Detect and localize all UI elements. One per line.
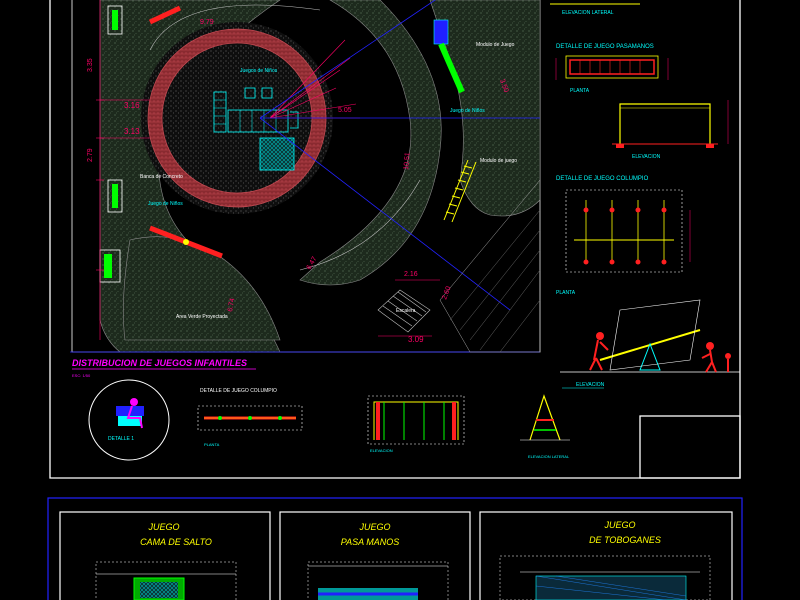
bottom-details-row: DETALLE 1 DETALLE DE JUEGO COLUMPIO PLAN… — [88, 379, 570, 461]
columpio-bottom-drawing — [197, 405, 303, 431]
columpio-bottom-planta: PLANTA — [204, 442, 220, 447]
axis-lines — [70, 0, 540, 353]
left-dimension-column — [96, 0, 150, 340]
label-tobogan: Modulo de Juego — [476, 42, 515, 48]
bottom-sheet: JUEGO CAMA DE SALTO JUEGO PASA MANOS JUE… — [47, 497, 743, 600]
dim-5-05: 5.05 — [338, 107, 352, 114]
cama-de-salto-drawing — [95, 561, 237, 600]
panel-2-title-line2: PASA MANOS — [341, 537, 400, 547]
pasamanos-elevation-drawing — [612, 100, 729, 148]
label-banca: Banca de Concreto — [140, 174, 183, 180]
panel-pasa-manos — [279, 511, 471, 600]
seesaw-equipment — [148, 5, 223, 259]
detail-1-label: DETALLE 1 — [108, 436, 134, 442]
columpio-planta-label: PLANTA — [556, 290, 576, 296]
panel-cama-de-salto — [59, 511, 271, 600]
panel-3-title-line1: JUEGO — [603, 520, 635, 530]
panel-1-title-line2: CAMA DE SALTO — [140, 537, 212, 547]
dim-3-16: 3.16 — [124, 101, 140, 110]
pasa-manos-drawing — [307, 561, 449, 600]
label-area-verde: Area Verde Proyectada — [176, 314, 228, 320]
right-details-column: ELEVACION LATERAL DETALLE DE JUEGO PASAM… — [550, 3, 740, 389]
lateral-elevation-label: ELEVACION LATERAL — [528, 454, 570, 459]
main-sheet-frame — [49, 0, 741, 479]
dim-3-09: 3.09 — [408, 335, 424, 344]
dim-6-74: 6.74 — [227, 298, 236, 313]
pasamanos-bottom-label: ELEVACION — [370, 448, 393, 453]
staircase — [377, 289, 431, 333]
dim-2-79: 2.79 — [87, 148, 94, 162]
panel-3-title-line2: DE TOBOGANES — [589, 535, 661, 545]
central-play-structure — [213, 87, 299, 171]
terrain-hatching — [449, 209, 541, 353]
label-center-equipment: Juegos de Niños — [240, 68, 278, 74]
pasamanos-planta-label: PLANTA — [570, 88, 590, 94]
columpio-bottom-title: DETALLE DE JUEGO COLUMPIO — [200, 388, 277, 394]
main-plan-scale: ESC: 1/50 — [72, 373, 91, 378]
dim-3-13: 3.13 — [124, 127, 140, 136]
slide-equipment — [433, 19, 465, 94]
bottom-dimension-lines — [378, 279, 440, 337]
pasamanos-elevacion-label: ELEVACION — [632, 154, 661, 160]
dim-9-79: 9.79 — [200, 19, 214, 26]
top-elevacion-lateral: ELEVACION LATERAL — [562, 10, 614, 16]
panel-2-title-line1: JUEGO — [358, 522, 390, 532]
detail-1-figure — [116, 398, 144, 429]
seesaw-elevation-drawing — [560, 299, 740, 373]
hatched-terrain — [439, 179, 541, 353]
dim-2-60: 2.60 — [441, 285, 452, 300]
label-pasamanos: Juego de Niños — [450, 108, 485, 114]
columpio-plan-drawing — [565, 189, 691, 273]
panel-toboganes — [479, 511, 733, 600]
detail-1-circle — [88, 379, 170, 461]
label-trepador: Modulo de juego — [480, 158, 517, 164]
pasamanos-plan-drawing — [555, 55, 669, 80]
panel-1-title-line1: JUEGO — [147, 522, 179, 532]
label-escalera: Escalera — [396, 308, 416, 314]
label-columpio: Juego de Niños — [148, 201, 183, 207]
dim-3-35: 3.35 — [87, 58, 94, 72]
main-plan-title: DISTRIBUCION DE JUEGOS INFANTILES — [72, 358, 247, 368]
radial-dimension-lines — [269, 39, 360, 119]
seesaw-elevacion-label: ELEVACION — [576, 382, 605, 388]
pasamanos-bottom-drawing — [367, 395, 465, 445]
columpio-detail-title: DETALLE DE JUEGO COLUMPIO — [556, 176, 649, 182]
dim-10-51: 10.51 — [403, 152, 412, 170]
ladder-equipment — [443, 159, 477, 223]
lateral-elevation-drawing — [520, 394, 570, 441]
dim-2-16: 2.16 — [404, 271, 418, 278]
left-equipment-boxes — [99, 5, 123, 283]
toboganes-drawing — [499, 555, 711, 600]
pasamanos-detail-title: DETALLE DE JUEGO PASAMANOS — [556, 44, 654, 50]
site-plan: 3.16 3.13 3.35 2.79 2.16 3.09 2.60 10.51… — [70, 0, 541, 353]
dim-3-50: 3.50 — [498, 78, 509, 93]
